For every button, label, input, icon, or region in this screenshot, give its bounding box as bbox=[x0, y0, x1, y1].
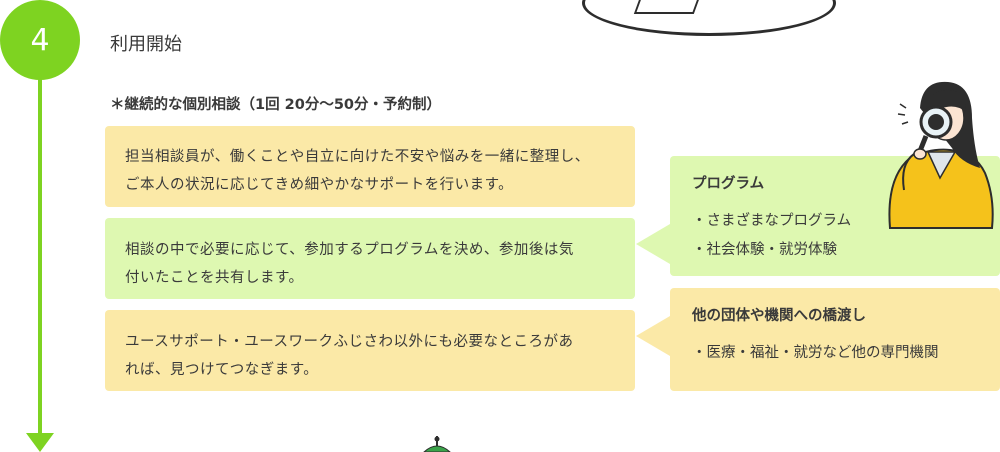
timeline-arrow-icon bbox=[26, 433, 54, 452]
plate-illustration bbox=[582, 0, 836, 36]
step-title: 利用開始 bbox=[110, 34, 182, 55]
callout-item: ・医療・福祉・就労など他の専門機関 bbox=[692, 345, 939, 361]
callout-title: 他の団体や機関への橋渡し bbox=[692, 308, 866, 324]
callout-pointer-bridge bbox=[636, 316, 670, 356]
step-number-badge: 4 bbox=[0, 0, 80, 80]
callout-title: プログラム bbox=[692, 176, 765, 192]
flag-illustration bbox=[423, 436, 451, 452]
consultation-box-3: ユースサポート・ユースワークふじさわ以外にも必要なところがあ れば、見つけてつな… bbox=[105, 310, 635, 391]
box-line: れば、見つけてつなぎます。 bbox=[125, 362, 319, 378]
step-number: 4 bbox=[30, 22, 50, 58]
bridge-callout: 他の団体や機関への橋渡し ・医療・福祉・就労など他の専門機関 bbox=[670, 288, 1000, 391]
consultation-box-2: 相談の中で必要に応じて、参加するプログラムを決め、参加後は気 付いたことを共有し… bbox=[105, 218, 635, 299]
box-line: 担当相談員が、働くことや自立に向けた不安や悩みを一緒に整理し、 bbox=[125, 149, 590, 165]
box-line: 相談の中で必要に応じて、参加するプログラムを決め、参加後は気 bbox=[125, 242, 574, 258]
consultation-box-1: 担当相談員が、働くことや自立に向けた不安や悩みを一緒に整理し、 ご本人の状況に応… bbox=[105, 126, 635, 207]
callout-pointer-program bbox=[636, 224, 670, 264]
magnifying-glass-person-illustration bbox=[888, 81, 994, 229]
callout-item: ・社会体験・就労体験 bbox=[692, 242, 837, 258]
consultation-heading: ＊継続的な個別相談（1回 20分〜50分・予約制） bbox=[110, 97, 441, 113]
callout-item: ・さまざまなプログラム bbox=[692, 213, 852, 229]
box-line: ご本人の状況に応じてきめ細やかなサポートを行います。 bbox=[125, 177, 514, 193]
timeline-line bbox=[38, 78, 42, 438]
box-line: ユースサポート・ユースワークふじさわ以外にも必要なところがあ bbox=[125, 334, 574, 350]
box-line: 付いたことを共有します。 bbox=[125, 270, 304, 286]
